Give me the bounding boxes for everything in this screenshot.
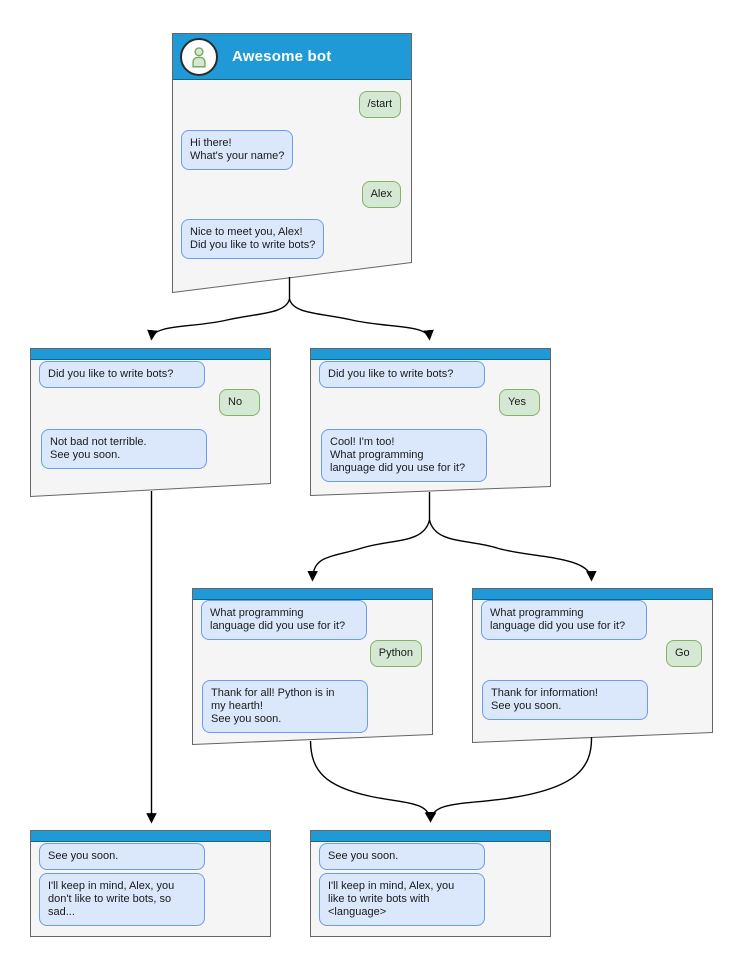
chat-window-end-no: See you soon. I'll keep in mind, Alex, y…: [30, 830, 271, 937]
chat-window-branch-python: What programming language did you use fo…: [192, 588, 433, 745]
chat-window-branch-go: What programming language did you use fo…: [472, 588, 713, 743]
window-title-bar: Awesome bot: [173, 34, 411, 80]
avatar: [180, 37, 218, 76]
bot-message-bubble: Thank for all! Python is in my hearth! S…: [202, 680, 368, 733]
bot-message-bubble: Not bad not terrible. See you soon.: [41, 429, 207, 469]
bot-message-bubble: What programming language did you use fo…: [481, 600, 647, 640]
bot-message-bubble: See you soon.: [39, 843, 205, 870]
window-title-bar: [473, 589, 712, 600]
window-title-bar: [31, 831, 270, 842]
user-avatar-icon: [192, 46, 206, 67]
user-message-bubble: /start: [358, 91, 401, 118]
connector-yes-to-go: [428, 519, 597, 582]
window-title-bar: [31, 349, 270, 360]
chat-window-end-language: See you soon. I'll keep in mind, Alex, y…: [310, 830, 551, 937]
connector-python-to-end: [309, 740, 436, 823]
connector-start-to-yes: [288, 298, 434, 341]
bot-message-bubble: Cool! I'm too! What programming language…: [321, 429, 487, 482]
connector-go-to-end: [425, 736, 593, 823]
connector-start-to-no: [147, 298, 291, 341]
window-title-bar: [193, 589, 432, 600]
window-title-bar: [311, 831, 550, 842]
window-title: Awesome bot: [232, 48, 332, 65]
bot-message-bubble: Did you like to write bots?: [39, 361, 205, 388]
bot-message-bubble: I'll keep in mind, Alex, you like to wri…: [319, 873, 485, 926]
bot-message-bubble: I'll keep in mind, Alex, you don't like …: [39, 873, 205, 926]
window-title-bar: [311, 349, 550, 360]
bot-message-bubble: What programming language did you use fo…: [201, 600, 367, 640]
connector-yes-to-python: [307, 519, 431, 582]
bot-message-bubble: Hi there! What's your name?: [181, 130, 294, 170]
user-message-bubble: Yes: [499, 389, 540, 416]
bot-message-bubble: Did you like to write bots?: [319, 361, 485, 388]
chat-window-start: Awesome bot /start Hi there! What's your…: [172, 33, 412, 293]
user-message-bubble: Alex: [361, 181, 401, 208]
bot-message-bubble: Thank for information! See you soon.: [482, 680, 648, 720]
bot-message-bubble: See you soon.: [319, 843, 485, 870]
user-message-bubble: No: [219, 389, 260, 416]
chat-window-branch-no: Did you like to write bots? No Not bad n…: [30, 348, 271, 497]
user-message-bubble: Python: [369, 640, 422, 667]
chat-window-branch-yes: Did you like to write bots? Yes Cool! I'…: [310, 348, 551, 496]
user-message-bubble: Go: [666, 640, 702, 667]
bot-message-bubble: Nice to meet you, Alex! Did you like to …: [181, 219, 325, 259]
